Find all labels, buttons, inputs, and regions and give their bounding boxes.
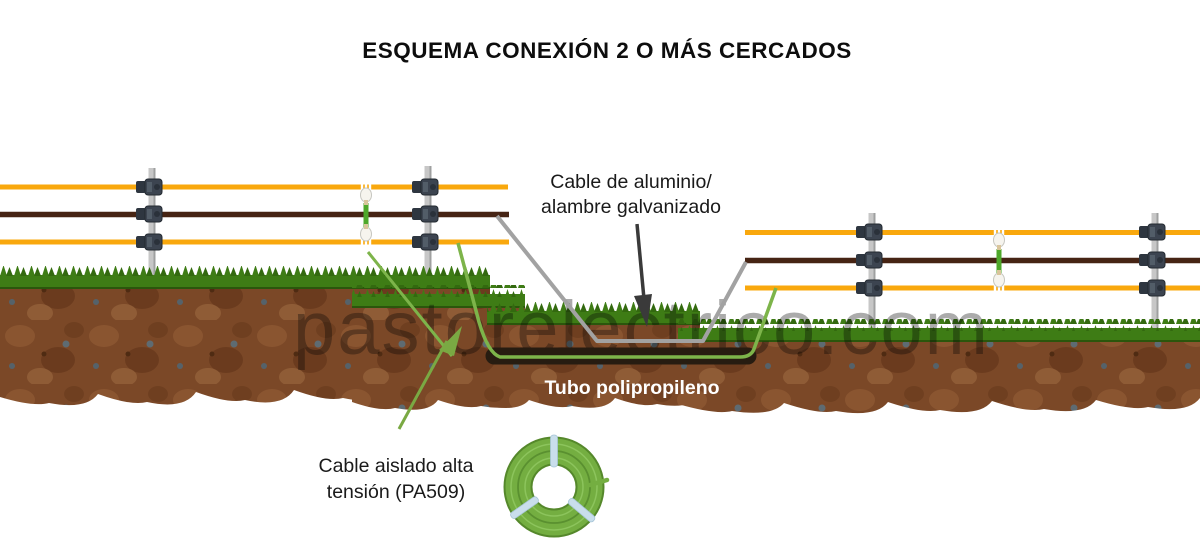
- label-line: alambre galvanizado: [541, 196, 721, 218]
- coil-tie: [567, 498, 596, 523]
- wire-insulator: [135, 205, 163, 223]
- fence-post: [868, 213, 876, 336]
- page-title: ESQUEMA CONEXIÓN 2 O MÁS CERCADOS: [362, 38, 851, 63]
- fence-post-shadow: [153, 168, 156, 283]
- insulated-cable-label: Cable aislado alta tensión (PA509): [318, 455, 473, 503]
- fence-post: [424, 166, 432, 282]
- interconnection-jumper: [992, 221, 1006, 299]
- wire-insulator: [1138, 223, 1166, 241]
- arrowhead-down-icon: [634, 294, 652, 327]
- fence-post-shadow: [873, 213, 876, 336]
- wire-insulator: [411, 178, 439, 196]
- fence-post-shadow: [1156, 213, 1159, 336]
- label-line: tensión (PA509): [327, 481, 465, 503]
- label-line: Cable aislado alta: [318, 455, 473, 477]
- wire-insulator: [135, 233, 163, 251]
- wire-insulator: [855, 223, 883, 241]
- insulated-cable-arrow: [397, 326, 462, 430]
- wire-insulator: [855, 251, 883, 269]
- wire-insulator: [1138, 251, 1166, 269]
- arrowhead-up-icon: [439, 326, 462, 356]
- fence-post-shadow: [429, 166, 432, 282]
- fence-post: [1151, 213, 1159, 336]
- aluminum-cable-arrow: [634, 223, 652, 327]
- coil-tie: [510, 496, 539, 519]
- tube-label: Tubo polipropileno: [544, 377, 719, 399]
- aluminum-cable-label: Cable de aluminio/ alambre galvanizado: [541, 171, 721, 218]
- wire-insulator: [411, 233, 439, 251]
- wire-insulator: [1138, 279, 1166, 297]
- label-line: Cable de aluminio/: [550, 171, 712, 193]
- ground-right: [678, 319, 1200, 414]
- insulated-cable-branch: [366, 251, 454, 357]
- wire-insulator: [411, 205, 439, 223]
- interconnection-jumper: [359, 176, 373, 253]
- galvanized-cable: [495, 214, 748, 343]
- coil-tie: [550, 434, 558, 468]
- cable-coil: [503, 434, 610, 538]
- right-fence-section: [745, 213, 1200, 336]
- coil-cable-end: [587, 477, 610, 488]
- insulated-cable: [456, 242, 778, 359]
- fence-post: [148, 168, 156, 283]
- wire-insulator: [135, 178, 163, 196]
- left-fence-section: [0, 166, 509, 283]
